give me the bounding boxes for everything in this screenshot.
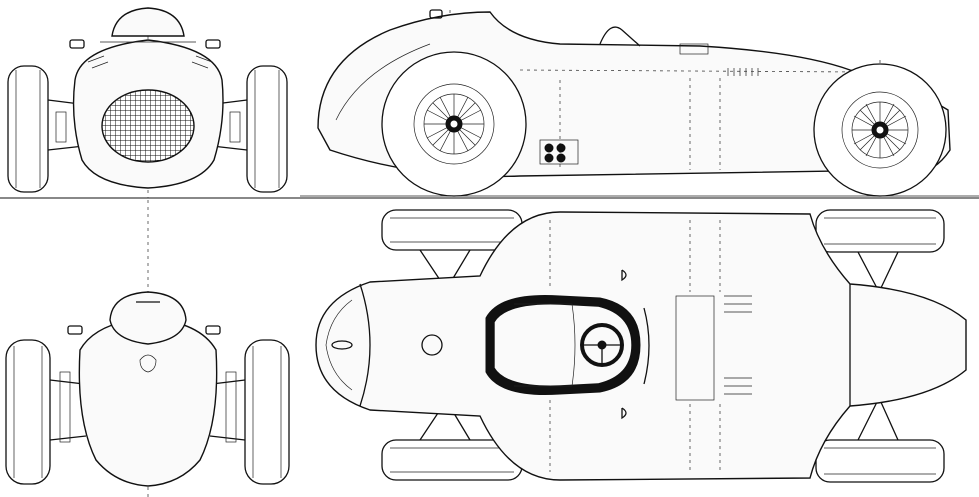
side-view [300,9,979,198]
top-rear-right-tyre [815,439,945,483]
side-front-wheel [381,51,527,197]
rear-right-tyre [244,339,290,485]
radiator-grille [101,89,195,163]
rear-view [5,200,290,497]
side-rear-wheel [813,63,947,197]
front-left-tyre [7,65,49,193]
top-view [315,209,967,483]
top-body-shell [315,211,967,481]
front-right-tyre [246,65,288,193]
top-rear-left-tyre [815,209,945,253]
steering-wheel-icon [580,323,624,367]
exhaust-outlets [539,139,579,165]
rear-left-tyre [5,339,51,485]
front-view [7,7,288,198]
